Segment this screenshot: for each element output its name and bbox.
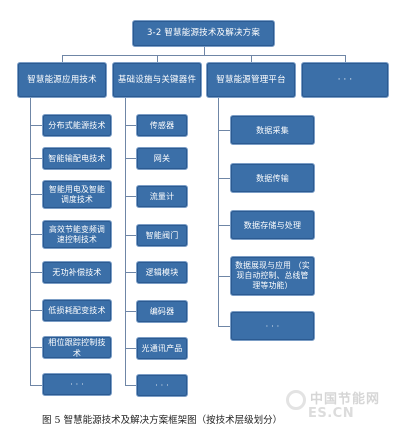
tech-item-more: · · · bbox=[42, 373, 112, 396]
connector bbox=[218, 225, 230, 226]
connector bbox=[30, 234, 42, 235]
connector bbox=[157, 55, 158, 62]
connector bbox=[30, 272, 42, 273]
connector bbox=[218, 276, 230, 277]
column-heading-applications: 智慧能源应用技术 bbox=[17, 62, 107, 98]
device-item-more: · · · bbox=[136, 374, 188, 397]
platform-item: 数据传输 bbox=[230, 163, 315, 193]
tech-item: 分布式能源技术 bbox=[42, 114, 112, 137]
device-item: 编码器 bbox=[136, 300, 188, 323]
device-item: 流量计 bbox=[136, 185, 188, 208]
connector bbox=[345, 55, 346, 62]
connector bbox=[125, 385, 136, 386]
diagram-title-box: 3-2 智慧能源技术及解决方案 bbox=[132, 20, 275, 47]
connector bbox=[218, 130, 230, 131]
connector bbox=[125, 272, 136, 273]
platform-item-more: · · · bbox=[230, 311, 315, 341]
figure-caption: 图 5 智慧能源技术及解决方案框架图（按技术层级划分） bbox=[42, 415, 283, 426]
connector bbox=[30, 310, 42, 311]
connector bbox=[125, 235, 136, 236]
watermark-cn-text: 中国节能网 bbox=[310, 392, 381, 407]
connector bbox=[30, 158, 42, 159]
connector bbox=[125, 98, 126, 385]
connector bbox=[125, 158, 136, 159]
globe-icon bbox=[286, 390, 306, 410]
device-item: 智能阀门 bbox=[136, 224, 188, 247]
connector bbox=[204, 46, 205, 55]
connector bbox=[62, 55, 346, 56]
column-heading-infrastructure: 基础设施与关键器件 bbox=[112, 62, 202, 98]
platform-item: 数据采集 bbox=[230, 115, 315, 145]
tech-item: 相位跟踪控制技术 bbox=[42, 336, 112, 359]
column-heading-platform: 智慧能源管理平台 bbox=[206, 62, 296, 98]
connector bbox=[125, 311, 136, 312]
platform-item: 数据展现与应用 （实现自动控制、总线管理等功能） bbox=[230, 256, 315, 296]
connector bbox=[30, 98, 31, 385]
device-item: 光通讯产品 bbox=[136, 337, 188, 360]
connector bbox=[218, 178, 230, 179]
connector bbox=[218, 326, 230, 327]
column-heading-more: · · · bbox=[301, 62, 389, 98]
connector bbox=[30, 125, 42, 126]
tech-item: 低损耗配变技术 bbox=[42, 299, 112, 322]
tech-item: 智能输配电技术 bbox=[42, 147, 112, 170]
tech-item: 高效节能变频调速控制技术 bbox=[42, 220, 112, 249]
connector bbox=[218, 98, 219, 326]
connector bbox=[251, 55, 252, 62]
connector bbox=[125, 196, 136, 197]
connector bbox=[30, 347, 42, 348]
connector bbox=[62, 55, 63, 62]
connector bbox=[30, 385, 42, 386]
device-item: 传感器 bbox=[136, 114, 188, 137]
device-item: 网关 bbox=[136, 147, 188, 170]
connector bbox=[125, 125, 136, 126]
device-item: 逻辑模块 bbox=[136, 261, 188, 284]
tech-item: 智能用电及智能调度技术 bbox=[42, 180, 112, 209]
connector bbox=[125, 348, 136, 349]
platform-item: 数据存储与处理 bbox=[230, 210, 315, 240]
tech-item: 无功补偿技术 bbox=[42, 261, 112, 284]
connector bbox=[30, 194, 42, 195]
